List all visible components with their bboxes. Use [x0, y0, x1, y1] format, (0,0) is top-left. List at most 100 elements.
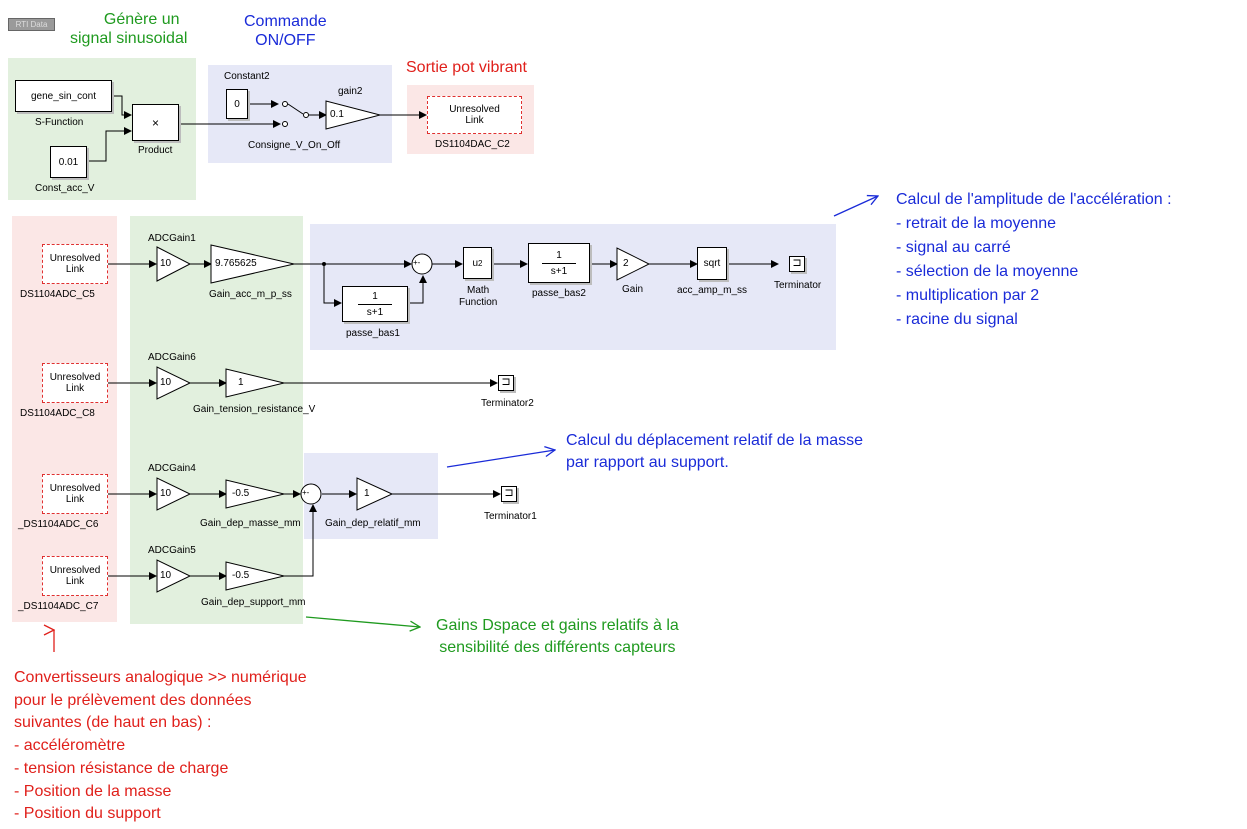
- sqrt-label: acc_amp_m_ss: [677, 285, 748, 296]
- terminator1-label: Terminator1: [484, 511, 537, 522]
- gain-acc-triangle: [210, 244, 295, 284]
- gain-acc-label: Gain_acc_m_p_ss: [209, 289, 292, 300]
- gain-masse-value: -0.5: [232, 488, 250, 499]
- adcgain1-triangle: [156, 246, 192, 282]
- adc-c5-unresolved-link[interactable]: Unresolved Link: [42, 244, 108, 284]
- adcgain4-label: ADCGain4: [148, 463, 196, 474]
- math-function-label2: Function: [459, 297, 498, 308]
- product-symbol: ×: [151, 115, 159, 130]
- math-function-exponent: 2: [478, 258, 483, 268]
- passe-bas1-den: s+1: [366, 306, 384, 318]
- const-acc-value: 0.01: [58, 156, 79, 168]
- terminator1-block[interactable]: ⊐: [501, 486, 517, 502]
- adcgain4-triangle: [156, 477, 192, 511]
- conv-line5: - tension résistance de charge: [14, 759, 229, 777]
- sfunction-block[interactable]: gene_sin_cont: [15, 80, 112, 112]
- gain2-value: 0.1: [330, 109, 344, 120]
- sfunction-text: gene_sin_cont: [30, 90, 97, 102]
- calc-acc-line5: - multiplication par 2: [896, 287, 1040, 304]
- adcgain6-value: 10: [160, 377, 172, 388]
- product-block[interactable]: ×: [132, 104, 179, 141]
- sqrt-block[interactable]: sqrt: [697, 247, 727, 280]
- passe-bas2-num: 1: [556, 249, 562, 261]
- terminator-block[interactable]: ⊐: [789, 256, 805, 272]
- sum-dep-signs: +-: [302, 488, 310, 497]
- rti-data-block[interactable]: RTI Data: [8, 18, 55, 31]
- gain-tension-triangle: [225, 368, 285, 398]
- constant2-value: 0: [234, 98, 240, 110]
- const-acc-label: Const_acc_V: [35, 183, 95, 194]
- dac-text2: Link: [465, 115, 484, 126]
- math-function-label1: Math: [467, 285, 490, 296]
- adc-c7-text2: Link: [65, 576, 85, 587]
- terminator2-label: Terminator2: [481, 398, 534, 409]
- gain-support-label: Gain_dep_support_mm: [201, 597, 306, 608]
- adc-c6-text1: Unresolved: [49, 483, 101, 494]
- adc-c5-text1: Unresolved: [49, 253, 101, 264]
- gains-line2: sensibilité des différents capteurs: [439, 639, 676, 656]
- annotation-pot: Sortie pot vibrant: [406, 59, 527, 76]
- gain-masse-triangle: [225, 479, 285, 509]
- gain-relatif-label: Gain_dep_relatif_mm: [325, 518, 421, 529]
- gain-support-triangle: [225, 561, 285, 591]
- annotation-onoff-line1: Commande: [244, 13, 327, 30]
- adc-c6-unresolved-link[interactable]: Unresolved Link: [42, 474, 108, 514]
- gains-line1: Gains Dspace et gains relatifs à la: [436, 617, 679, 634]
- gain-tension-value: 1: [238, 377, 244, 388]
- conv-line4: - accéléromètre: [14, 737, 126, 755]
- annotation-conv: Convertisseurs analogique >> numérique p…: [14, 667, 307, 826]
- product-label: Product: [138, 145, 173, 156]
- adc-c5-text2: Link: [65, 264, 85, 275]
- gain-x2-label: Gain: [622, 284, 644, 295]
- constant2-label: Constant2: [224, 71, 270, 82]
- passe-bas2-label: passe_bas2: [532, 288, 586, 299]
- gain-support-value: -0.5: [232, 570, 250, 581]
- calc-dep-line1: Calcul du déplacement relatif de la mass…: [566, 432, 864, 449]
- annotation-onoff-line2: ON/OFF: [255, 32, 316, 49]
- annotation-gains: Gains Dspace et gains relatifs à la sens…: [436, 615, 679, 659]
- adcgain4-value: 10: [160, 488, 172, 499]
- gain-relatif-value: 1: [364, 488, 370, 499]
- switch-label: Consigne_V_On_Off: [248, 140, 341, 151]
- adc-c7-unresolved-link[interactable]: Unresolved Link: [42, 556, 108, 596]
- sum-block-dep: [300, 483, 322, 505]
- gain-masse-label: Gain_dep_masse_mm: [200, 518, 301, 529]
- const-acc-block[interactable]: 0.01: [50, 146, 87, 178]
- sum-acc-signs: +-: [413, 258, 421, 267]
- dac-label: DS1104DAC_C2: [435, 139, 510, 150]
- adc-c8-label: DS1104ADC_C8: [20, 408, 95, 419]
- adc-c8-unresolved-link[interactable]: Unresolved Link: [42, 363, 108, 403]
- dac-unresolved-link[interactable]: Unresolved Link: [427, 96, 522, 134]
- conv-line1: Convertisseurs analogique >> numérique: [14, 669, 307, 686]
- annotation-sine-line2: signal sinusoidal: [70, 30, 188, 47]
- adc-c7-label: _DS1104ADC_C7: [18, 601, 99, 612]
- adc-c6-text2: Link: [65, 494, 85, 505]
- gain-relatif-triangle: [356, 477, 394, 511]
- gains-area: [130, 216, 303, 624]
- passe-bas2-block[interactable]: 1 s+1: [528, 243, 590, 283]
- adc-c6-label: _DS1104ADC_C6: [18, 519, 99, 530]
- calc-dep-line2: par rapport au support.: [566, 454, 729, 471]
- adc-c8-text1: Unresolved: [49, 372, 101, 383]
- calc-acc-line3: - signal au carré: [896, 239, 1011, 256]
- passe-bas1-label: passe_bas1: [346, 328, 400, 339]
- annotation-sine: Génère un signal sinusoidal: [70, 10, 187, 48]
- passe-bas1-block[interactable]: 1 s+1: [342, 286, 408, 322]
- gain2-label: gain2: [338, 86, 363, 97]
- conv-line3: suivantes (de haut en bas) :: [14, 714, 212, 732]
- gain-tension-label: Gain_tension_resistance_V: [193, 404, 316, 415]
- gain-x2-triangle: [616, 247, 651, 281]
- adc-c5-label: DS1104ADC_C5: [20, 289, 95, 300]
- constant2-block[interactable]: 0: [226, 89, 248, 119]
- calc-acc-line2: - retrait de la moyenne: [896, 215, 1057, 232]
- terminator2-block[interactable]: ⊐: [498, 375, 514, 391]
- sfunction-label: S-Function: [35, 117, 84, 128]
- adcgain1-value: 10: [160, 258, 172, 269]
- annotation-calc-acc: Calcul de l'amplitude de l'accélération …: [896, 188, 1172, 332]
- adcgain1-label: ADCGain1: [148, 233, 196, 244]
- adcgain5-label: ADCGain5: [148, 545, 196, 556]
- adcgain6-label: ADCGain6: [148, 352, 196, 363]
- passe-bas1-num: 1: [372, 290, 378, 302]
